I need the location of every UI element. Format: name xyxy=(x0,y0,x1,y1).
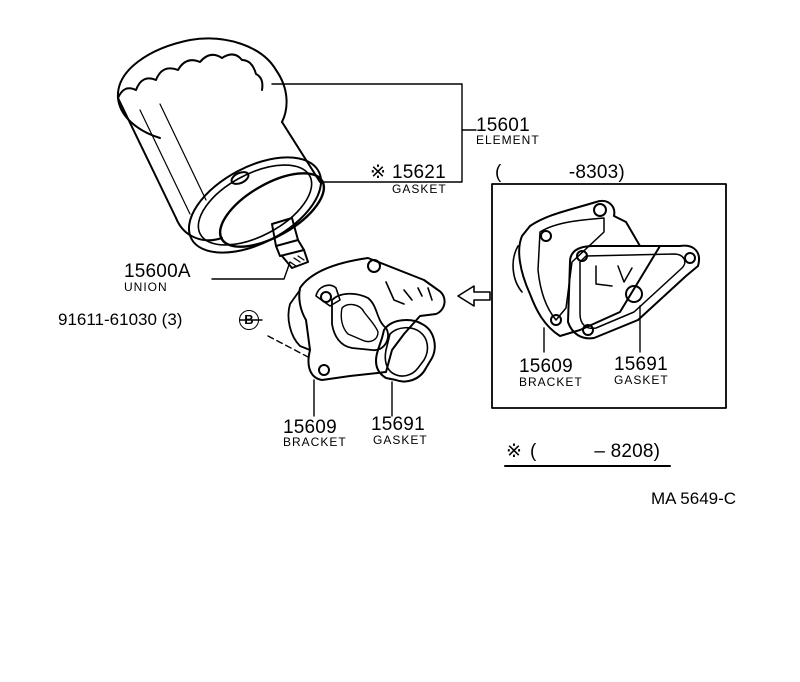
bracket-number: 15609 xyxy=(283,417,337,438)
gasket-filter-marker: ※ xyxy=(370,162,387,183)
inset-frame xyxy=(491,183,727,409)
union-number: 15600A xyxy=(124,261,191,282)
filter-top-scallops xyxy=(116,37,277,99)
gasket-bracket-name: GASKET xyxy=(373,433,428,447)
filter-base-inner xyxy=(197,164,313,246)
leader-lines xyxy=(211,83,477,417)
filter-body xyxy=(117,97,321,219)
bolt-number: 91611-61030 (3) xyxy=(58,310,183,329)
oil-filter-element xyxy=(116,37,323,254)
filter-body-outline xyxy=(175,217,223,242)
union-stud xyxy=(271,217,309,269)
gasket-main xyxy=(375,319,436,383)
gasket-filter-number: 15621 xyxy=(392,162,446,183)
note-marker: ※ xyxy=(506,441,523,462)
inset-bracket-number: 15609 xyxy=(519,356,573,377)
filter-gasket-ring xyxy=(218,172,326,248)
inset-bracket-name: BRACKET xyxy=(519,375,583,389)
bracket-main xyxy=(287,257,446,381)
inset-leader-lines xyxy=(543,305,641,353)
filter-base-face xyxy=(187,156,323,254)
union-name: UNION xyxy=(124,280,168,294)
bracket-name: BRACKET xyxy=(283,435,347,449)
gasket-bracket-number: 15691 xyxy=(371,414,425,435)
element-number: 15601 xyxy=(476,115,530,136)
inset-range: ( -8303) xyxy=(495,162,625,183)
gasket-filter-name: GASKET xyxy=(392,182,447,196)
pointer-arrow xyxy=(457,285,491,307)
element-name: ELEMENT xyxy=(476,133,540,147)
inset-gasket-number: 15691 xyxy=(614,354,668,375)
inset-bracket xyxy=(512,200,661,337)
drawing-id: MA 5649-C xyxy=(651,489,737,508)
inset-gasket xyxy=(567,244,700,340)
bolt-callout-b: B xyxy=(239,310,259,330)
note-range: ( – 8208) xyxy=(530,441,661,462)
filter-top-rim xyxy=(117,69,288,139)
inset-gasket-name: GASKET xyxy=(614,373,669,387)
filter-center-hole xyxy=(230,171,250,185)
